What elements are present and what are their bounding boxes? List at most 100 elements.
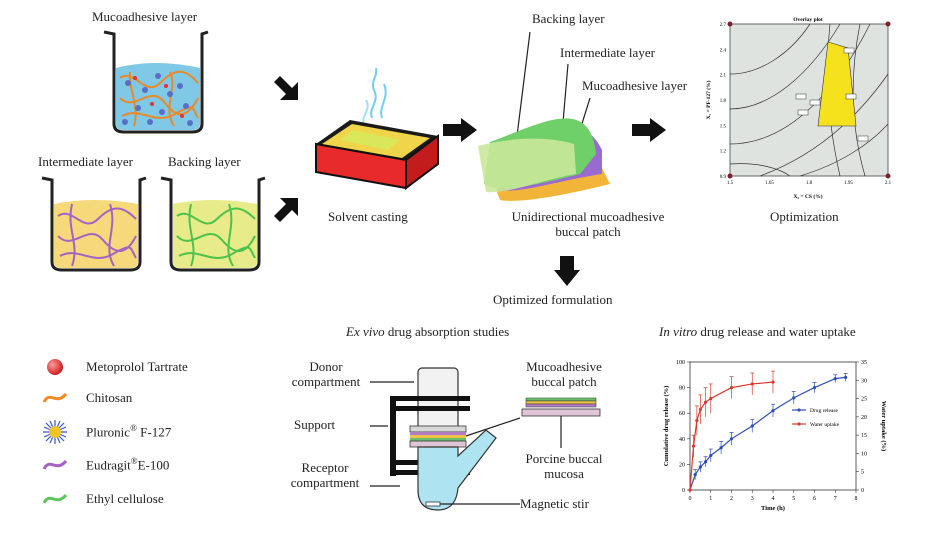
overlay-y-tick-label: 1.2 — [720, 150, 727, 155]
buccal-patch — [478, 31, 610, 201]
mucoadhesive-layer-patch-label: Mucoadhesive layer — [582, 78, 688, 93]
x-tick-label: 4 — [772, 496, 775, 502]
data-point-drug-release — [750, 424, 754, 428]
legend-item-pluronic: Pluronic® F-127 — [42, 420, 172, 444]
y2-tick-label: 30 — [861, 378, 867, 384]
y-tick-label: 100 — [676, 360, 685, 366]
overlay-y-tick-label: 1.8 — [720, 99, 727, 104]
legend-item-eudragit: Eudragit®E-100 — [42, 455, 169, 475]
data-point-drug-release — [833, 377, 837, 381]
data-point-drug-release — [812, 386, 817, 390]
data-point-water-uptake — [729, 386, 734, 390]
data-point-drug-release — [719, 446, 723, 450]
x-tick-label: 8 — [855, 496, 858, 502]
y2-tick-label: 10 — [861, 451, 867, 457]
data-point-drug-release — [709, 453, 713, 458]
mucoadhesive-layer-label: Mucoadhesive layer — [92, 9, 198, 24]
purple-wavy-line-icon — [42, 459, 68, 470]
layered-patch-icon — [521, 397, 601, 448]
overlay-x-tick-label: 1.8 — [806, 181, 813, 186]
legend-marker-water-uptake — [797, 422, 801, 426]
solvent-casting-label: Solvent casting — [328, 209, 408, 224]
backing-layer-label: Backing layer — [168, 154, 241, 169]
data-point-drug-release — [693, 473, 697, 477]
intermediate-beaker — [41, 176, 147, 272]
intermediate-layer-label: Intermediate layer — [38, 154, 133, 169]
overlay-y-tick-label: 1.5 — [720, 124, 727, 129]
in-vitro-title-rest: drug release and water uptake — [697, 324, 856, 339]
overlay-x-tick-label: 1.5 — [727, 181, 734, 186]
chart-ylabel: Cumulative drug release (%) — [663, 386, 670, 467]
solvent-casting-tray — [315, 67, 439, 190]
arrow-up-right-icon — [274, 198, 298, 222]
support-label: Support — [294, 417, 336, 432]
overlay-x-tick-label: 1.65 — [765, 181, 774, 186]
in-vitro-title: In vitro drug release and water uptake — [659, 324, 856, 340]
chart-y2label: Water uptake (%) — [880, 401, 887, 451]
x-tick-label: 5 — [792, 496, 795, 502]
intermediate-layer-patch-label: Intermediate layer — [560, 45, 655, 60]
diffusion-cell — [370, 367, 520, 511]
data-point-water-uptake — [703, 400, 708, 404]
legend-label-eudragit: Eudragit®E-100 — [86, 456, 170, 473]
x-tick-label: 7 — [834, 496, 837, 502]
y-tick-label: 80 — [679, 386, 685, 392]
arrow-right-icon-2 — [632, 118, 666, 142]
legend-label-pluronic: Pluronic® F-127 — [86, 423, 172, 440]
legend-item-chitosan: Chitosan — [42, 388, 132, 408]
x-tick-label: 2 — [730, 496, 733, 502]
overlay-y-tick-label: 0.9 — [720, 175, 727, 180]
ex-vivo-title: Ex vivo drug absorption studies — [346, 324, 510, 340]
y2-tick-label: 5 — [861, 470, 864, 476]
overlay-plot-title: Overlay plot — [793, 17, 823, 23]
overlay-y-tick-label: 2.7 — [720, 23, 727, 28]
patch-caption-line1: Unidirectional mucoadhesive — [511, 209, 665, 224]
series-line-drug-release — [689, 376, 846, 491]
data-point-drug-release — [698, 465, 702, 469]
legend-label-water-uptake: Water uptake — [810, 422, 840, 428]
data-point-drug-release — [729, 437, 734, 441]
backing-beaker — [160, 176, 266, 272]
y-tick-label: 20 — [679, 462, 685, 468]
ex-vivo-title-rest: drug absorption studies — [384, 324, 510, 339]
data-point-water-uptake — [709, 396, 713, 401]
data-point-drug-release — [703, 460, 708, 464]
x-tick-label: 3 — [751, 496, 754, 502]
in-vitro-title-italic: In vitro — [659, 324, 698, 339]
patch-caption-line2: buccal patch — [555, 223, 621, 239]
legend-item-ethyl-cellulose: Ethyl cellulose — [42, 489, 164, 509]
orange-wavy-line-icon — [42, 392, 68, 403]
data-point-drug-release — [792, 396, 796, 400]
y-tick-label: 0 — [682, 488, 685, 494]
green-wavy-line-icon — [42, 493, 68, 504]
optimization-label: Optimization — [770, 209, 839, 224]
magnetic-stir-label: Magnetic stir — [520, 496, 589, 511]
overlay-plot-xlabel: X₂ = CS (%) — [793, 193, 822, 200]
data-point-water-uptake — [771, 380, 775, 384]
x-tick-label: 1 — [709, 496, 712, 502]
legend-item-metoprolol: Metoprolol Tartrate — [42, 357, 188, 377]
data-point-water-uptake — [695, 418, 699, 423]
y2-tick-label: 35 — [861, 360, 867, 366]
arrow-right-icon — [443, 118, 477, 142]
legend-label-drug-release: Drug release — [810, 408, 839, 414]
data-point-drug-release — [771, 409, 775, 413]
legend-label-metoprolol: Metoprolol Tartrate — [86, 359, 188, 374]
data-point-drug-release — [844, 375, 848, 379]
legend-label-ethyl-cellulose: Ethyl cellulose — [86, 491, 164, 506]
overlay-y-tick-label: 2.1 — [720, 74, 727, 79]
x-tick-label: 6 — [813, 496, 816, 502]
y2-tick-label: 20 — [861, 415, 867, 421]
ex-vivo-title-italic: Ex vivo — [346, 324, 385, 339]
y2-tick-label: 15 — [861, 433, 867, 439]
arrow-down-icon — [554, 256, 580, 286]
y2-tick-label: 0 — [861, 488, 864, 494]
y-tick-label: 40 — [679, 437, 685, 443]
mucoadhesive-beaker — [103, 30, 209, 134]
patch-caption: Unidirectional mucoadhesive buccal patch — [498, 209, 678, 240]
